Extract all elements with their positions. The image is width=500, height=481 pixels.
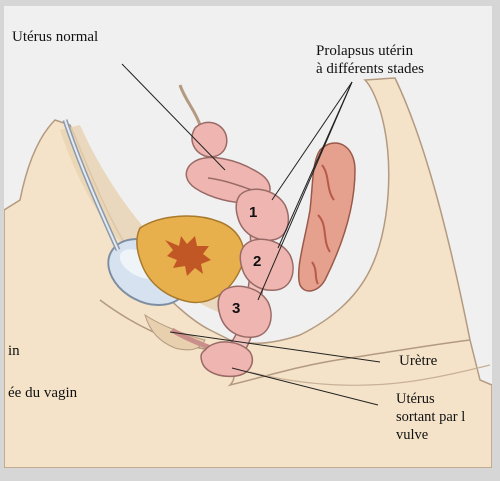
label-uterus-exit-line3: vulve	[396, 426, 428, 444]
stage-1-number: 1	[249, 204, 257, 221]
ovary	[192, 122, 227, 156]
frame-border-right	[492, 0, 500, 481]
label-urethra: Urètre	[399, 352, 437, 370]
label-uterus-exit-line2: sortant par l	[396, 408, 465, 426]
frame-border-left	[0, 0, 4, 481]
prolapse-stage-3	[218, 286, 271, 337]
stage-2-number: 2	[253, 253, 261, 270]
label-left-cut-1: in	[8, 342, 20, 360]
label-prolapse-line1: Prolapsus utérin	[316, 42, 413, 60]
stage-3-number: 3	[232, 300, 240, 317]
label-uterus-exit-line1: Utérus	[396, 390, 435, 408]
frame-border-bottom	[0, 468, 500, 481]
label-left-cut-2: ée du vagin	[8, 384, 77, 402]
label-prolapse-line2: à différents stades	[316, 60, 424, 78]
leader-uterus-normal	[122, 64, 225, 170]
label-uterus-normal: Utérus normal	[12, 28, 98, 46]
prolapse-stage-1	[236, 189, 288, 240]
fallopian-tube	[180, 85, 200, 125]
rectum	[299, 143, 355, 291]
